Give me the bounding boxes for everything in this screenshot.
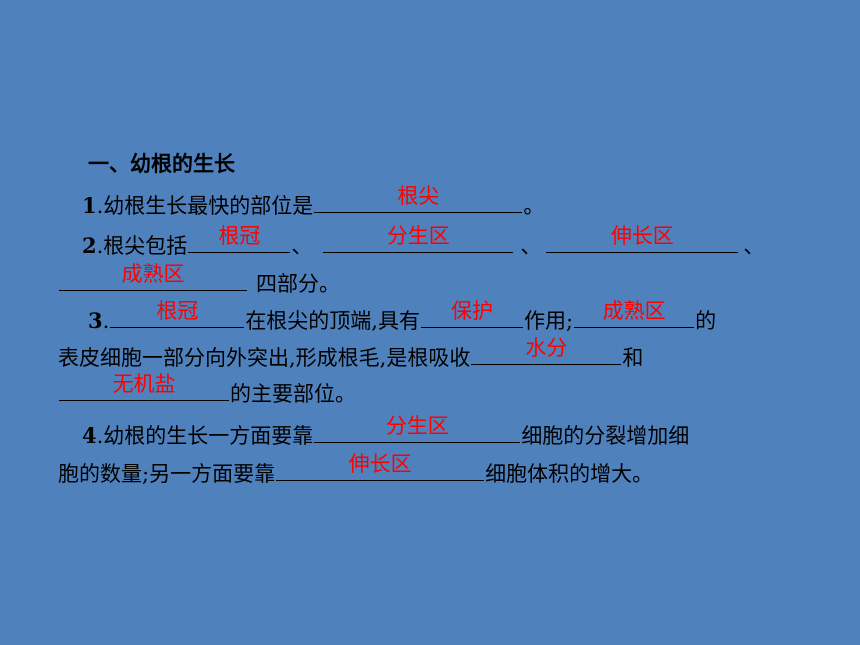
question-4-cont: 胞的数量;另一方面要靠 伸长区 细胞体积的增大。 [58,452,654,488]
question-2-cont: 成熟区 四部分。 [58,262,340,298]
question-text: 胞的数量;另一方面要靠 [58,462,276,486]
answer-text: 分生区 [385,414,449,438]
answer-blank: 伸长区 [276,452,485,481]
answer-blank: 成熟区 [59,262,247,291]
separator: 、 [520,234,542,258]
question-text: .根尖包括 [96,234,188,258]
question-number: 3 [88,308,103,333]
answer-blank: 根冠 [188,224,291,253]
answer-text: 无机盐 [112,372,176,396]
question-text: 作用; [524,309,574,333]
question-text: .幼根生长最快的部位是 [96,194,314,218]
answer-blank: 成熟区 [574,299,695,328]
question-text: 四部分。 [256,272,340,296]
answer-blank: 根尖 [314,184,523,213]
question-1: 1.幼根生长最快的部位是 根尖 。 [82,184,545,220]
question-text: 在根尖的顶端,具有 [245,309,420,333]
answer-text: 根冠 [218,224,261,248]
separator: 、 [291,234,313,258]
question-4: 4.幼根的生长一方面要靠 分生区 细胞的分裂增加细 [82,414,690,450]
answer-text: 分生区 [386,224,450,248]
answer-text: 成熟区 [121,262,185,286]
answer-text: 成熟区 [602,299,666,323]
answer-blank: 根冠 [110,299,245,328]
answer-blank: 伸长区 [546,224,739,253]
separator: 、 [743,234,765,258]
question-text: .幼根的生长一方面要靠 [96,424,314,448]
answer-text: 伸长区 [610,224,674,248]
question-text: 和 [622,346,644,370]
question-number: 1 [82,193,97,218]
answer-blank: 分生区 [323,224,514,253]
question-text: 细胞体积的增大。 [485,462,654,486]
question-2: 2.根尖包括 根冠 、 分生区 、 伸长区 、 [82,224,765,260]
answer-text: 根尖 [397,184,440,208]
question-number: 4 [82,423,97,448]
answer-text: 根冠 [156,299,199,323]
question-text: 细胞的分裂增加细 [521,424,690,448]
question-number: 2 [82,233,97,258]
question-text: 表皮细胞一部分向外突出,形成根毛,是根吸收 [58,346,471,370]
answer-blank: 保护 [421,299,523,328]
question-text: 。 [523,194,545,218]
section-heading: 一、幼根的生长 [88,152,235,176]
answer-blank: 水分 [471,336,622,365]
answer-text: 保护 [451,299,493,323]
question-3-cont2: 无机盐 的主要部位。 [58,372,356,408]
answer-text: 水分 [525,336,568,360]
answer-blank: 分生区 [314,414,521,443]
answer-text: 伸长区 [348,452,412,476]
question-text: 的 [695,309,717,333]
answer-blank: 无机盐 [59,372,229,401]
question-text: 的主要部位。 [230,382,356,406]
question-3: 3. 根冠 在根尖的顶端,具有 保护 作用; 成熟区 的 [88,299,717,335]
question-text: . [102,309,110,333]
question-3-cont: 表皮细胞一部分向外突出,形成根毛,是根吸收 水分 和 [58,336,644,372]
